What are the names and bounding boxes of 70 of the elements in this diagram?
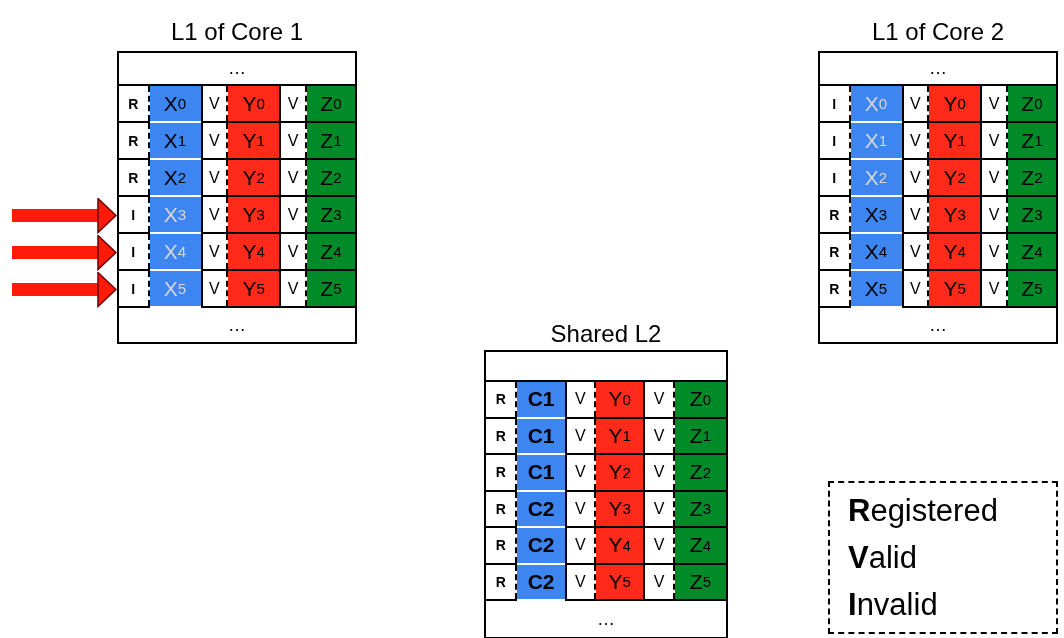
data-cell: C1	[517, 455, 565, 492]
cache-row	[119, 271, 355, 308]
cache-row	[820, 234, 1056, 271]
cache-row	[486, 491, 726, 528]
state-letter: V	[901, 86, 930, 121]
block-arrow	[12, 234, 117, 271]
state-letter: V	[200, 123, 229, 158]
cache-row	[119, 234, 355, 271]
block-arrow	[12, 271, 117, 308]
cache-row	[486, 528, 726, 565]
ellipsis-text: …	[928, 313, 948, 337]
state-letter: V	[901, 160, 930, 195]
state-letter: V	[564, 528, 597, 563]
cache-row	[820, 197, 1056, 234]
cache-row	[820, 271, 1056, 308]
state-letter: V	[279, 271, 307, 306]
state-letter: V	[980, 123, 1008, 158]
cache-row	[820, 86, 1056, 123]
legend-box	[828, 481, 1058, 634]
data-cell: C1	[517, 382, 565, 419]
legend-entry: Registered	[848, 492, 999, 530]
state-letter: V	[200, 234, 229, 269]
state-letter: V	[643, 528, 675, 563]
cache-row	[119, 86, 355, 123]
state-letter: V	[980, 271, 1008, 306]
cache-row	[820, 123, 1056, 160]
block-arrow	[12, 197, 117, 234]
state-letter: V	[901, 197, 930, 232]
state-letter: V	[643, 455, 675, 490]
state-letter: V	[980, 234, 1008, 269]
state-letter: V	[643, 564, 675, 599]
cache-row	[119, 197, 355, 234]
cache-row	[486, 455, 726, 492]
state-letter: V	[200, 271, 229, 306]
state-letter: V	[980, 86, 1008, 121]
state-letter: V	[980, 197, 1008, 232]
cache-row	[119, 123, 355, 160]
state-letter: V	[279, 197, 307, 232]
legend-entry: Valid	[848, 539, 918, 577]
cache-row	[486, 382, 726, 419]
cache-row	[486, 564, 726, 601]
ellipsis-text: …	[596, 607, 616, 631]
cache-row	[820, 160, 1056, 197]
state-letter: V	[643, 418, 675, 453]
data-cell: C2	[517, 564, 565, 601]
state-letter: V	[200, 160, 229, 195]
cache-title: Shared L2	[549, 319, 663, 349]
state-letter: V	[980, 160, 1008, 195]
data-cell: C2	[517, 491, 565, 528]
state-letter: V	[200, 197, 229, 232]
state-letter: V	[643, 382, 675, 417]
state-letter: V	[901, 123, 930, 158]
state-letter: V	[901, 234, 930, 269]
state-letter: V	[564, 455, 597, 490]
state-letter: V	[279, 123, 307, 158]
state-letter: V	[901, 271, 930, 306]
state-letter: V	[643, 491, 675, 526]
cache-title: L1 of Core 1	[169, 17, 305, 47]
state-letter: V	[279, 160, 307, 195]
state-letter: V	[200, 86, 229, 121]
cache-row	[119, 160, 355, 197]
cache-row	[486, 418, 726, 455]
state-letter: V	[279, 234, 307, 269]
state-letter: V	[564, 382, 597, 417]
data-cell: C2	[517, 528, 565, 565]
ellipsis-text: …	[227, 313, 247, 337]
cache-title: L1 of Core 2	[870, 17, 1006, 47]
state-letter: V	[279, 86, 307, 121]
data-cell: C1	[517, 418, 565, 455]
legend-entry: Invalid	[848, 586, 939, 624]
